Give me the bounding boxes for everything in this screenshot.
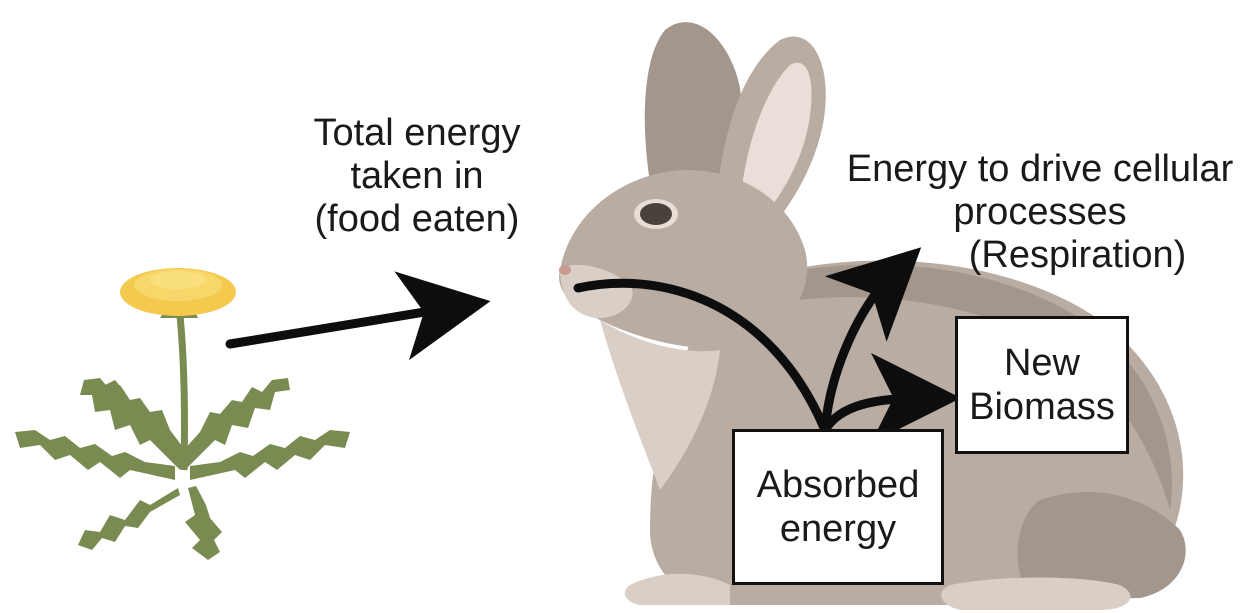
dandelion-flower <box>120 268 236 316</box>
dandelion-plant <box>15 268 350 560</box>
biomass-label-line-1: New <box>1004 341 1080 385</box>
intake-arrow <box>230 307 455 344</box>
respiration-label-line-3: (Respiration) <box>905 234 1250 277</box>
respiration-label: Energy to drive cellular processes (Resp… <box>830 148 1250 277</box>
rabbit-foot <box>941 578 1130 611</box>
biomass-label-line-2: Biomass <box>969 385 1115 429</box>
rabbit-eye <box>640 203 672 225</box>
respiration-label-line-1: Energy to drive cellular <box>830 148 1250 191</box>
intake-label: Total energy taken in (food eaten) <box>292 112 542 241</box>
absorbed-label-line-1: Absorbed <box>757 463 920 507</box>
intake-label-line-2: taken in <box>292 155 542 198</box>
rabbit-nose <box>559 265 571 275</box>
absorbed-energy-box: Absorbed energy <box>732 429 944 585</box>
absorbed-label-line-2: energy <box>780 507 896 551</box>
biomass-box: New Biomass <box>955 316 1129 454</box>
intake-label-line-1: Total energy <box>292 112 542 155</box>
intake-label-line-3: (food eaten) <box>292 198 542 241</box>
respiration-label-line-2: processes <box>830 191 1250 234</box>
